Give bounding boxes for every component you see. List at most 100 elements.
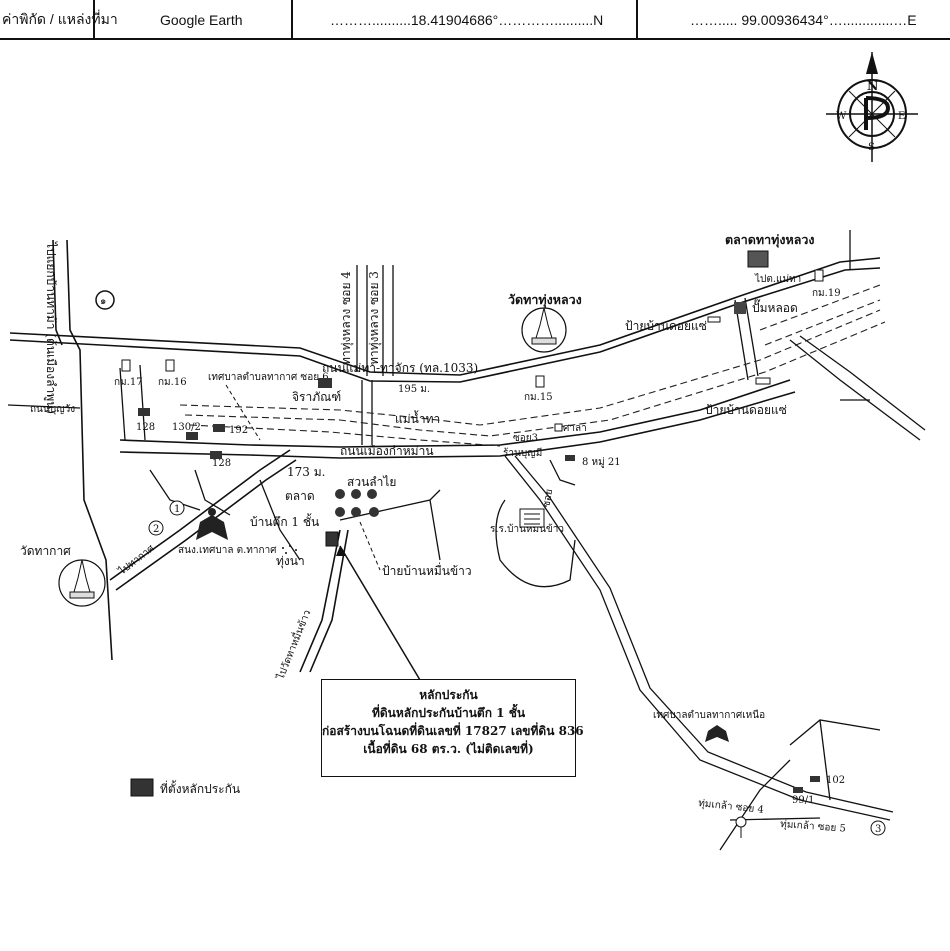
header-divider (636, 0, 638, 40)
sala-icon (554, 423, 563, 432)
ban-khoi-2-label: ป้ายบ้านดอยแซ่ (705, 403, 787, 417)
river-label: แม่น้ำทา (395, 410, 440, 426)
soi3-label: ทาทุ่งหลวง ซอย 3 (367, 271, 382, 365)
km17-label: กม.17 (114, 377, 143, 388)
tessaban-takat-label: สนง.เทศบาล ต.ทากาศ (178, 545, 277, 556)
km15-label: กม.15 (524, 392, 553, 403)
paddy-icon (282, 545, 297, 554)
legend-swatch (130, 778, 154, 797)
longan-label: สวนลำไย (347, 475, 396, 489)
collateral-location-marker (325, 531, 339, 547)
house-icon (793, 787, 803, 793)
d173-label: 173 ม. (287, 465, 325, 479)
route-3: 3 (875, 824, 881, 835)
ban-khoi-1-label: ป้ายบ้านดอยแซ่ (625, 319, 707, 333)
km-post-icon (165, 359, 175, 372)
header-divider (93, 0, 95, 40)
water-tower-icon (735, 816, 747, 838)
header-latitude: ………..........18.41904686°…………..........N (330, 12, 604, 28)
market-label: ตลาด (285, 489, 315, 503)
house-icon (138, 408, 150, 416)
house-icon (565, 455, 575, 461)
temple-icon (58, 559, 106, 607)
market-building-icon (747, 250, 769, 268)
left-road-label: ไปแยกบ้านท่าม้า (ต้นเมืองลำพูน) (43, 241, 58, 414)
house-icon (318, 378, 332, 388)
main-road-label: ถนนเมืองกำหม่าน (340, 444, 434, 458)
house-label: บ้านตึก 1 ชั้น (250, 513, 319, 529)
compass-e: E (898, 111, 905, 122)
n192-label: 192 (229, 425, 248, 436)
location-map: N S E W (7, 52, 926, 851)
header-longitude: ……..... 99.00936434°….............…E (690, 12, 917, 28)
house-icon (186, 432, 198, 440)
temple-icon (521, 307, 567, 353)
header-divider (291, 0, 293, 40)
compass-w: W (836, 111, 847, 122)
shop-label: ร้านบุญมี (503, 447, 542, 459)
km16-label: กม.16 (158, 377, 187, 388)
compass-n: N (867, 78, 878, 93)
route-marker-top: ๑ (100, 296, 106, 307)
to-wat-label: ไปวัดทาหมื่นข้าว (272, 607, 313, 682)
d195-label: 195 ม. (398, 384, 430, 395)
market-top-label: ตลาดทาทุ่งหลวง (725, 232, 815, 248)
route-1: 1 (174, 504, 180, 515)
house-icon (810, 776, 820, 782)
n8-label: 8 หมู่ 21 (582, 457, 621, 468)
government-emblem-icon (196, 508, 228, 540)
n102-label: 102 (826, 775, 845, 786)
header-source: Google Earth (160, 12, 243, 28)
soi-khum4-label: ทุ่มเกล้า ซอย 4 (698, 797, 765, 816)
gas-station-icon (734, 302, 746, 314)
paddy-label: ทุ่งนา (276, 554, 305, 569)
school-label: ร.ร.บ้านหมื่นข้าว (490, 521, 564, 535)
info-line-2: ที่ดินหลักประกันบ้านตึก 1 ชั้น (371, 706, 526, 720)
road-1033-label: ถนนแม่ทา-ทาจักร (ทล.1033) (322, 361, 478, 375)
header-label: ค่าพิกัด / แหล่งที่มา (2, 11, 118, 27)
info-line-3: ก่อสร้างบนโฉนดที่ดินเลขที่ 17827 เลขที่ด… (322, 724, 584, 738)
sign-label: ป้ายบ้านหมื่นข้าว (382, 562, 472, 578)
collateral-info-box: หลักประกัน ที่ดินหลักประกันบ้านตึก 1 ชั้… (321, 679, 584, 777)
tessaban-label: เทศบาลตำบลทากาศ ซอย 6 (208, 372, 329, 383)
soi03-label: ซอย3 (513, 433, 538, 444)
info-line-1: หลักประกัน (419, 688, 478, 702)
jiraphan-label: จิราภัณฑ์ (292, 390, 341, 404)
government-emblem-icon (705, 725, 729, 742)
km-post-icon (121, 359, 131, 372)
route-2: 2 (153, 524, 159, 535)
to-maetha-label: ไปต.แม่ทา (754, 273, 801, 285)
compass-s: S (868, 142, 875, 153)
legend-label: ที่ตั้งหลักประกัน (160, 780, 240, 796)
map-icons (58, 250, 824, 838)
n128b-label: 128 (212, 458, 231, 469)
road-name-left: ไปทากาศ (116, 542, 157, 578)
sign-icon (707, 316, 721, 323)
wat-takat-label: วัดทากาศ (20, 544, 71, 558)
route-markers: 1 2 3 ๑ (95, 290, 886, 836)
soi-r-label: ซอย (541, 488, 555, 508)
info-line-4: เนื้อที่ดิน 68 ตร.ว. (ไม่ติดเลขที่) (363, 742, 534, 756)
wat-tung-label: วัดทาทุ่งหลวง (508, 292, 582, 308)
sign-icon (755, 377, 771, 385)
tessaban-north-label: เทศบาลตำบลทากาศเหนือ (653, 709, 765, 721)
river (179, 284, 886, 447)
gas-label: ปั๊มหลอด (752, 299, 798, 315)
school-icon (519, 508, 545, 528)
km-post-icon (535, 375, 545, 388)
n130-label: 130/2 (172, 422, 201, 433)
soi4-label: ทาทุ่งหลวง ซอย 4 (339, 271, 354, 365)
compass-rose-icon: N S E W (826, 52, 918, 162)
coordinate-header: ค่าพิกัด / แหล่งที่มา Google Earth ………..… (0, 0, 950, 40)
soi-khum5-label: ทุ่มเกล้า ซอย 5 (780, 818, 846, 835)
tree-icon (335, 489, 379, 517)
km19-label: กม.19 (812, 288, 841, 299)
n99-label: 99/1 (792, 795, 814, 806)
sala-label: ศาลา (563, 423, 587, 434)
bunthong-label: ถนนบุญวัง (30, 404, 75, 415)
km-post-icon (814, 269, 824, 282)
pointer-arrow (339, 545, 421, 681)
n128a-label: 128 (136, 422, 155, 433)
house-icon (213, 424, 225, 432)
house-icon (210, 451, 222, 459)
